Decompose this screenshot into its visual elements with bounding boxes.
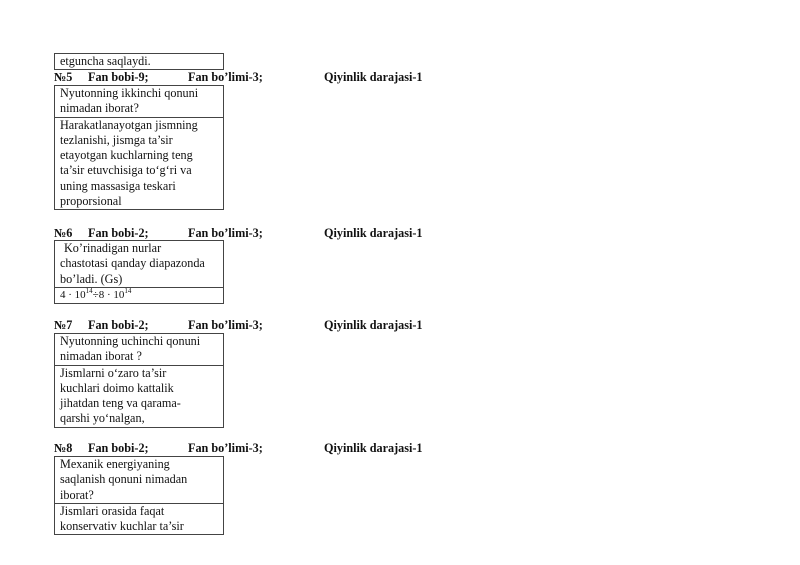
- fan-bobi: Fan bobi-9;: [88, 70, 149, 84]
- difficulty-level: Qiyinlik darajasi-1: [324, 70, 423, 84]
- question-8-header: №8 Fan bobi-2; Fan bo’limi-3; Qiyinlik d…: [54, 441, 454, 457]
- question-line: nimadan iborat ?: [60, 349, 142, 364]
- difficulty-level: Qiyinlik darajasi-1: [324, 226, 423, 240]
- answer-line: uning massasiga teskari: [60, 178, 176, 193]
- fan-bolimi: Fan bo’limi-3;: [188, 441, 263, 455]
- question-line: chastotasi qanday diapazonda: [60, 256, 205, 271]
- question-number: №6: [54, 226, 73, 240]
- question-number: №5: [54, 70, 73, 84]
- answer-line: Jismlarni o‘zaro ta’sir: [60, 365, 167, 380]
- answer-line: kuchlari doimo kattalik: [60, 380, 174, 395]
- difficulty-level: Qiyinlik darajasi-1: [324, 441, 423, 455]
- question-line: bo’ladi. (Gs): [60, 271, 123, 286]
- fan-bobi: Fan bobi-2;: [88, 226, 149, 240]
- question-6-table: Ko’rinadigan nurlar chastotasi qanday di…: [54, 240, 224, 305]
- fan-bolimi: Fan bo’limi-3;: [188, 318, 263, 332]
- fan-bobi: Fan bobi-2;: [88, 441, 149, 455]
- answer-cell: etguncha saqlaydi.: [55, 54, 223, 69]
- range-start-exponent: 14: [85, 286, 93, 295]
- question-number: №8: [54, 441, 73, 455]
- answer-cell: 4 · 1014÷8 · 1014: [55, 286, 223, 303]
- question-cell: Nyutonning ikkinchi qonuni nimadan ibora…: [55, 86, 223, 117]
- answer-line: tezlanishi, jismga ta’sir: [60, 132, 173, 147]
- difficulty-level: Qiyinlik darajasi-1: [324, 318, 423, 332]
- question-7-table: Nyutonning uchinchi qonuni nimadan ibora…: [54, 333, 224, 428]
- question-line: Mexanik energiyaning: [60, 457, 170, 471]
- answer-line: konservativ kuchlar ta’sir: [60, 519, 184, 534]
- answer-line: Harakatlanayotgan jismning: [60, 117, 198, 132]
- answer-cell: Harakatlanayotgan jismning tezlanishi, j…: [55, 116, 223, 210]
- question-line: Ko’rinadigan nurlar: [64, 241, 162, 255]
- question-cell: Ko’rinadigan nurlar chastotasi qanday di…: [55, 241, 223, 287]
- answer-line: Jismlari orasida faqat: [60, 503, 165, 518]
- question-8-table: Mexanik energiyaning saqlanish qonuni ni…: [54, 456, 224, 536]
- question-line: saqlanish qonuni nimadan: [60, 472, 188, 487]
- fan-bolimi: Fan bo’limi-3;: [188, 226, 263, 240]
- question-line: nimadan iborat?: [60, 101, 139, 116]
- answer-line: qarshi yo‘nalgan,: [60, 411, 145, 426]
- range-end-exponent: 14: [124, 286, 132, 295]
- answer-line: etguncha saqlaydi.: [60, 54, 151, 68]
- question-5-header: №5 Fan bobi-9; Fan bo’limi-3; Qiyinlik d…: [54, 70, 454, 86]
- answer-line: ta’sir etuvchisiga to‘g‘ri va: [60, 163, 192, 178]
- frequency-range: 4 · 1014÷8 · 1014: [60, 286, 220, 303]
- range-separator: ÷8 · 10: [92, 288, 125, 301]
- answer-line: proporsional: [60, 194, 122, 209]
- range-start-coefficient: 4 · 10: [60, 288, 86, 301]
- question-5-table: Nyutonning ikkinchi qonuni nimadan ibora…: [54, 85, 224, 211]
- answer-line: jihatdan teng va qarama-: [60, 396, 181, 411]
- answer-cell: Jismlarni o‘zaro ta’sir kuchlari doimo k…: [55, 364, 223, 427]
- question-number: №7: [54, 318, 73, 332]
- fan-bobi: Fan bobi-2;: [88, 318, 149, 332]
- question-line: Nyutonning ikkinchi qonuni: [60, 86, 199, 100]
- fan-bolimi: Fan bo’limi-3;: [188, 70, 263, 84]
- question-7-header: №7 Fan bobi-2; Fan bo’limi-3; Qiyinlik d…: [54, 318, 454, 334]
- question-line: iborat?: [60, 487, 94, 502]
- answer-line: etayotgan kuchlarning teng: [60, 148, 193, 163]
- answer-cell: Jismlari orasida faqat konservativ kuchl…: [55, 502, 223, 535]
- previous-answer-fragment: etguncha saqlaydi.: [54, 53, 224, 71]
- question-6-header: №6 Fan bobi-2; Fan bo’limi-3; Qiyinlik d…: [54, 226, 454, 242]
- question-cell: Mexanik energiyaning saqlanish qonuni ni…: [55, 457, 223, 503]
- question-line: Nyutonning uchinchi qonuni: [60, 334, 201, 348]
- question-cell: Nyutonning uchinchi qonuni nimadan ibora…: [55, 334, 223, 365]
